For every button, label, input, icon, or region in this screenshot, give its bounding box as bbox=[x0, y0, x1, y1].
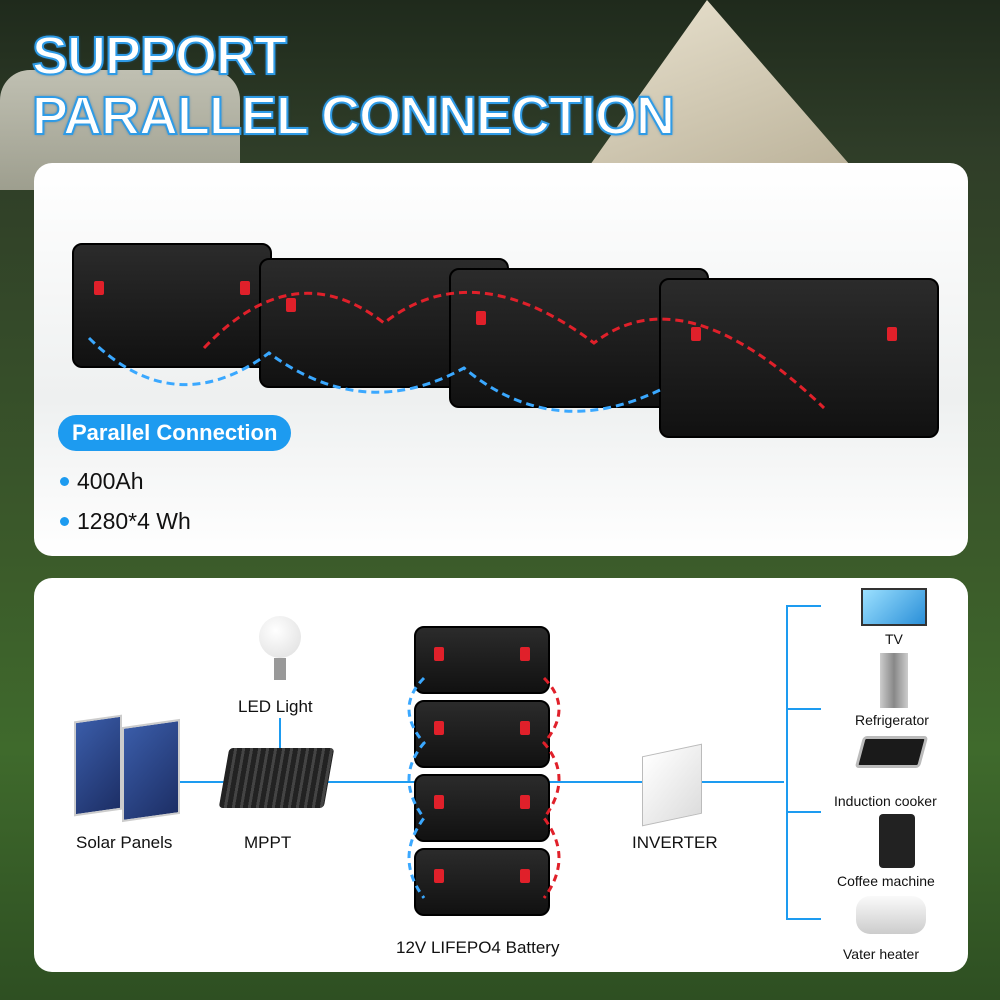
tv-icon bbox=[861, 588, 927, 626]
battery-label: 12V LIFEPO4 Battery bbox=[396, 938, 560, 957]
coffee-machine-icon bbox=[879, 814, 915, 868]
parallel-cables bbox=[87, 290, 826, 413]
led-light-label: LED Light bbox=[238, 697, 313, 716]
battery-box bbox=[414, 700, 550, 768]
solar-panel-icon bbox=[122, 718, 180, 823]
spec-energy: 1280*4 Wh bbox=[60, 508, 191, 535]
battery-box bbox=[414, 626, 550, 694]
battery-box bbox=[414, 774, 550, 842]
battery-box bbox=[659, 278, 939, 438]
solar-panels-label: Solar Panels bbox=[76, 833, 173, 852]
tv-label: TV bbox=[885, 631, 903, 647]
refrigerator-label: Refrigerator bbox=[855, 712, 929, 728]
inverter-icon bbox=[642, 743, 702, 827]
solar-panel-icon bbox=[74, 714, 122, 817]
system-diagram-panel: Solar Panels LED Light MPPT 12V LIFEPO4 … bbox=[34, 578, 968, 972]
parallel-connection-badge: Parallel Connection bbox=[58, 415, 292, 451]
induction-cooker-label: Induction cooker bbox=[834, 793, 937, 809]
coffee-machine-label: Coffee machine bbox=[837, 873, 935, 889]
product-panel: Parallel Connection 400Ah 1280*4 Wh bbox=[34, 163, 968, 556]
page-title: SUPPORT PARALLEL CONNECTION bbox=[31, 25, 676, 147]
light-bulb-icon bbox=[259, 616, 301, 658]
refrigerator-icon bbox=[880, 653, 908, 708]
mppt-label: MPPT bbox=[244, 833, 292, 852]
water-heater-icon bbox=[856, 896, 926, 934]
inverter-label: INVERTER bbox=[632, 833, 718, 852]
connection-line bbox=[786, 605, 788, 920]
mppt-controller-icon bbox=[218, 748, 335, 808]
battery-box bbox=[72, 243, 272, 368]
induction-cooker-icon bbox=[854, 736, 929, 768]
battery-box bbox=[414, 848, 550, 916]
connection-line bbox=[279, 718, 281, 763]
water-heater-label: Vater heater bbox=[843, 946, 920, 962]
battery-cables bbox=[407, 676, 561, 899]
spec-capacity: 400Ah bbox=[60, 468, 144, 495]
